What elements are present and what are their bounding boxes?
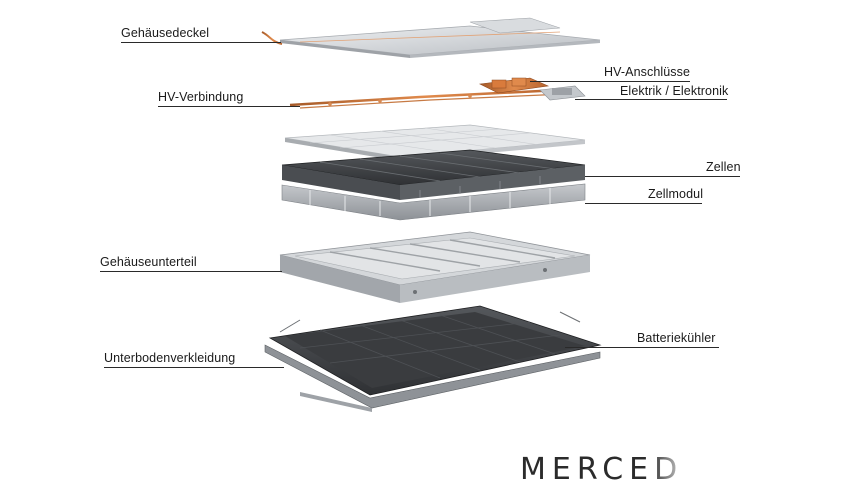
leader-cells	[585, 176, 740, 177]
label-hv-connection: HV-Verbindung	[158, 90, 244, 104]
leader-housing-bottom	[100, 271, 282, 272]
label-battery-cooler: Batteriekühler	[637, 331, 716, 345]
leader-hv-connection	[158, 106, 300, 107]
label-cell-module: Zellmodul	[648, 187, 704, 201]
label-housing-bottom: Gehäuseunterteil	[100, 255, 197, 269]
cells-part	[281, 149, 586, 200]
leader-battery-cooler	[565, 347, 719, 348]
battery-cooler-part	[268, 305, 602, 396]
hv-connection-part	[289, 88, 566, 109]
electrics-part	[539, 85, 586, 101]
label-hv-ports: HV-Anschlüsse	[604, 65, 691, 79]
brand-fade	[650, 448, 710, 488]
label-cells: Zellen	[706, 160, 741, 174]
leader-cell-module	[585, 203, 702, 204]
cell-module-part	[281, 183, 586, 221]
leader-hv-ports	[530, 81, 690, 82]
cell-cover-part	[284, 124, 586, 161]
housing-bottom-part	[279, 231, 591, 303]
label-housing-lid: Gehäusedeckel	[121, 26, 210, 40]
leader-electrics	[575, 99, 727, 100]
leader-housing-lid	[121, 42, 281, 43]
leader-underbody-panel	[104, 367, 284, 368]
label-underbody-panel: Unterbodenverkleidung	[104, 351, 236, 365]
housing-lid-part	[261, 17, 601, 58]
label-electrics: Elektrik / Elektronik	[620, 84, 729, 98]
underbody-panel-part	[264, 311, 601, 412]
